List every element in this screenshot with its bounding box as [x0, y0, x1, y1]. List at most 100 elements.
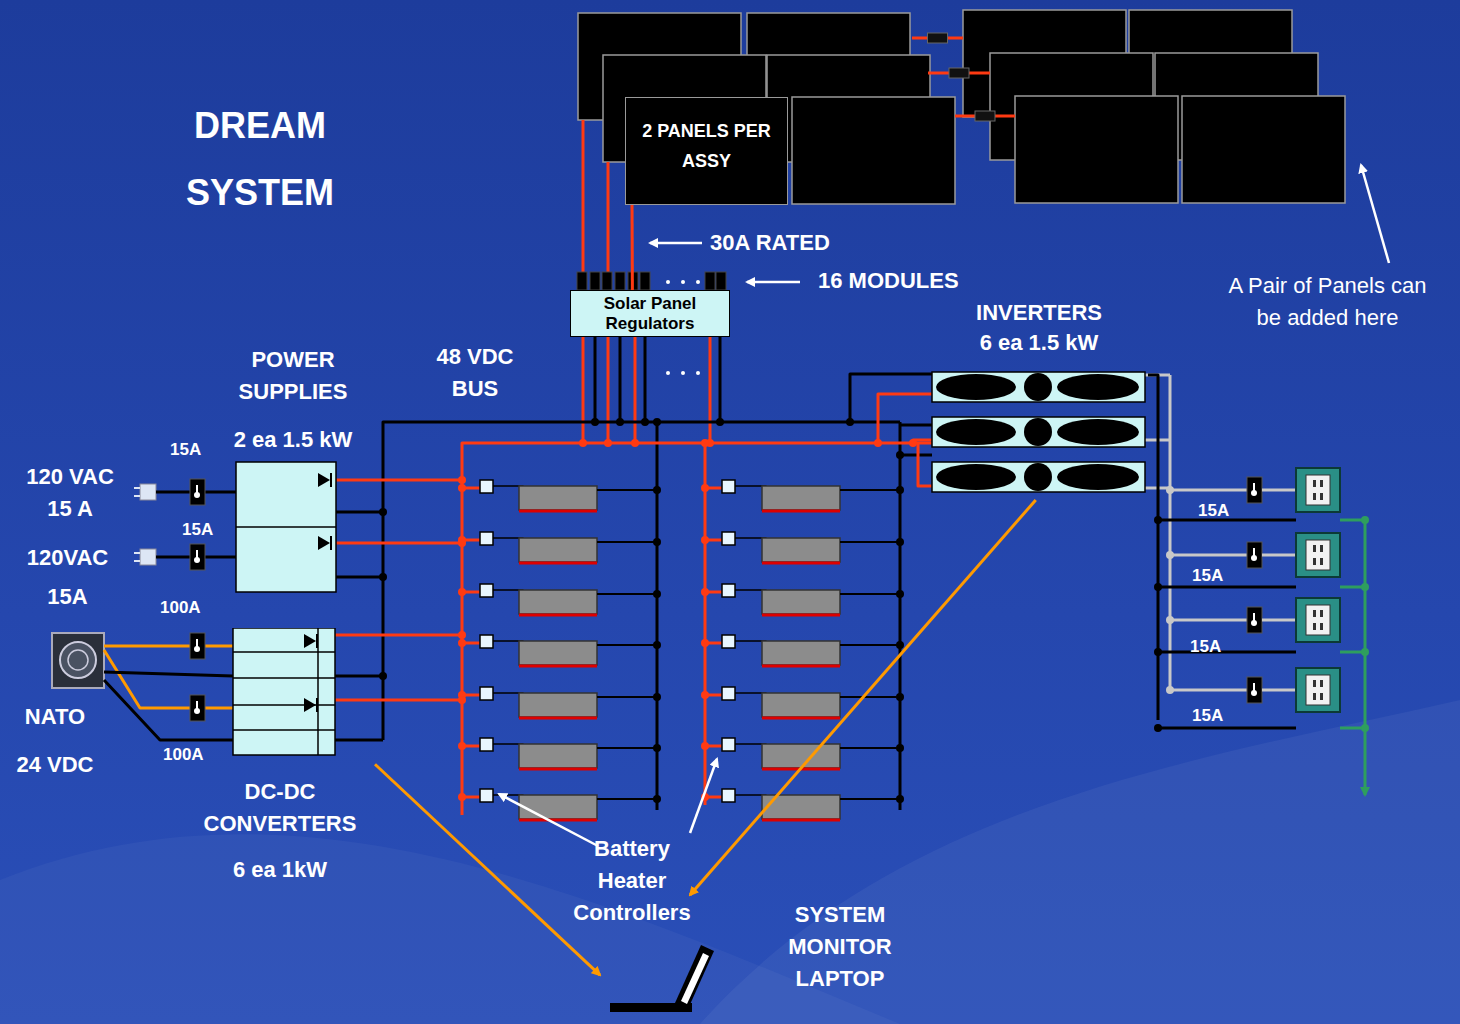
heater-controller	[722, 635, 735, 648]
heater-controller	[722, 532, 735, 545]
node-subtext: 2 ea 1.5 kW	[218, 424, 368, 456]
annotation-label: NATO	[15, 703, 95, 731]
junction-dot	[1154, 583, 1162, 591]
receptacle-face	[1306, 605, 1330, 635]
nato-socket	[60, 642, 96, 678]
plug-prong	[134, 552, 140, 554]
output-line	[1364, 520, 1367, 795]
junction-dot	[1166, 486, 1174, 494]
diode-bar	[316, 634, 318, 648]
junction-dot	[653, 590, 661, 598]
heater-controller	[722, 687, 735, 700]
power-supply-group: POWER SUPPLIES2 ea 1.5 kW	[218, 340, 368, 602]
divider	[233, 651, 335, 653]
wire	[582, 120, 585, 272]
breaker-pivot	[194, 557, 200, 563]
wire	[840, 696, 900, 698]
solar-panel	[1015, 96, 1178, 203]
node-drawing	[185, 628, 375, 888]
wire	[597, 644, 657, 646]
leader-arrow	[650, 242, 702, 245]
junction-dot	[896, 641, 904, 649]
power-supply-box	[236, 462, 336, 592]
regulator-terminal	[602, 272, 612, 290]
plug-prong	[134, 487, 140, 489]
wire	[1170, 619, 1247, 622]
heater-controller	[722, 738, 735, 751]
junction-dot	[846, 418, 854, 426]
ellipsis-dot	[666, 371, 670, 375]
wire	[335, 675, 383, 678]
junction-dot	[896, 590, 904, 598]
junction-dot	[653, 418, 661, 426]
ellipsis-dot	[681, 280, 685, 284]
ellipsis-dot	[666, 280, 670, 284]
battery	[762, 693, 840, 717]
junction-dot	[701, 742, 709, 750]
wire	[850, 374, 932, 422]
panel-connector	[975, 111, 995, 121]
receptacle-slot	[1313, 545, 1316, 552]
junction-dot	[874, 439, 882, 447]
annotation-label: 15A	[182, 519, 222, 541]
receptacle-slot	[1313, 493, 1316, 500]
wire	[634, 337, 637, 443]
wire	[104, 672, 233, 676]
junction-dot	[701, 691, 709, 699]
divider	[233, 729, 335, 731]
solar-panel	[1182, 96, 1345, 203]
junction-dot	[458, 696, 466, 704]
annotation-label: 120VAC 15A	[15, 538, 120, 616]
junction-dot	[653, 744, 661, 752]
junction-dot	[458, 476, 466, 484]
divider	[317, 628, 319, 755]
breaker-pivot	[194, 492, 200, 498]
battery-terminal	[762, 665, 840, 668]
battery-terminal	[519, 510, 597, 513]
inverter-group: INVERTERS6 ea 1.5 kW	[930, 298, 1148, 500]
node-heading: INVERTERS	[930, 298, 1148, 328]
inverter-core	[1057, 464, 1139, 490]
battery-terminal	[762, 819, 840, 822]
junction-dot	[701, 439, 709, 447]
receptacle-slot	[1320, 623, 1323, 630]
heater-controller	[722, 480, 735, 493]
panel-connector	[949, 68, 969, 78]
junction-dot	[701, 588, 709, 596]
receptacle-slot	[1320, 558, 1323, 565]
breaker	[190, 633, 205, 659]
heater-controller	[480, 635, 493, 648]
wire	[1262, 619, 1296, 622]
leader-arrow	[747, 281, 800, 284]
junction-dot	[458, 639, 466, 647]
junction-dot	[379, 508, 387, 516]
junction-dot	[701, 484, 709, 492]
breaker-pivot	[1251, 555, 1257, 561]
junction-dot	[896, 451, 904, 459]
wire	[597, 593, 657, 595]
solar-panel-node: 2 PANELS PER ASSY	[625, 97, 788, 205]
wire	[840, 489, 900, 491]
wire	[582, 337, 585, 443]
leader-arrow	[690, 759, 717, 833]
receptacle-slot	[1313, 610, 1316, 617]
receptacle-slot	[1320, 680, 1323, 687]
regulator-terminal	[590, 272, 600, 290]
annotation-label: 16 MODULES	[818, 267, 1008, 295]
annotation-label: 15A	[170, 439, 210, 461]
junction-dot	[896, 693, 904, 701]
receptacle-slot	[1320, 493, 1323, 500]
orange-wire	[104, 645, 233, 648]
junction-dot	[1154, 724, 1162, 732]
breaker-pivot	[1251, 690, 1257, 696]
breaker	[1247, 607, 1262, 633]
annotation-label: A Pair of Panels can be added here	[1215, 270, 1440, 334]
inverter-core	[936, 374, 1016, 400]
wire	[1262, 554, 1296, 557]
wire	[704, 443, 707, 805]
junction-dot	[1166, 686, 1174, 694]
receptacle	[1296, 668, 1340, 712]
junction-dot	[701, 639, 709, 647]
regulator-terminal	[705, 272, 715, 290]
